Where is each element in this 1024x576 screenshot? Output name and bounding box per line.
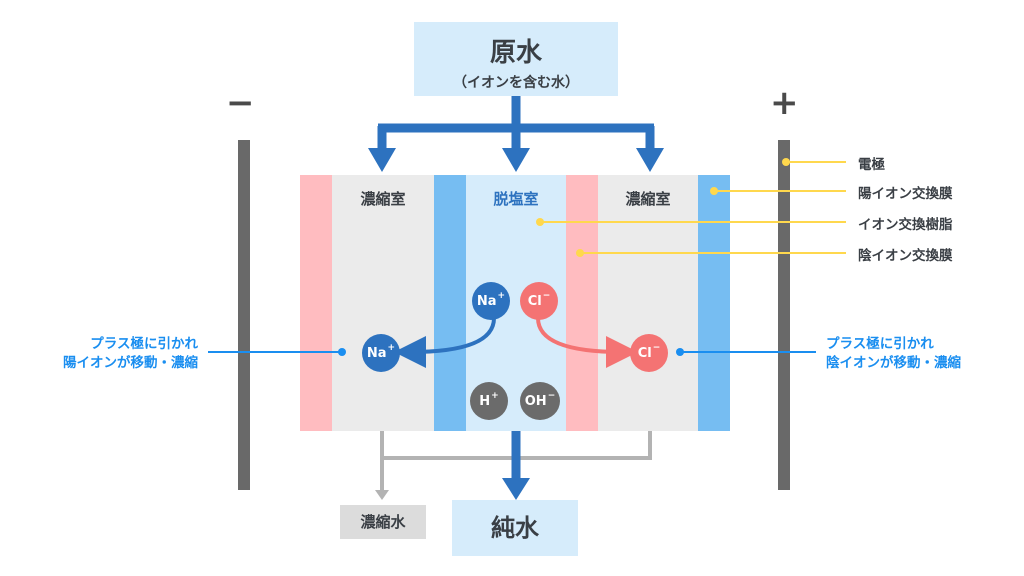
positive-electrode (778, 140, 790, 490)
concentration-chamber-left (332, 175, 434, 431)
source-water-subtitle: （イオンを含む水） (453, 75, 579, 91)
left-side-note: プラス極に引かれ 陽イオンが移動・濃縮 (46, 335, 198, 373)
right-side-note: プラス極に引かれ 陰イオンが移動・濃縮 (826, 335, 961, 373)
oh-ion: OH− (520, 382, 560, 420)
chamber-label-right: 濃縮室 (625, 190, 671, 208)
callout-cation-membrane: 陽イオン交換膜 (858, 186, 953, 202)
source-water-box: 原水 （イオンを含む水） (414, 22, 618, 96)
right-note-line2: 陰イオンが移動・濃縮 (826, 355, 961, 371)
cl-ion-moved: Cl− (630, 334, 668, 372)
h-ion: H+ (470, 382, 508, 420)
right-note-line1: プラス極に引かれ (826, 336, 934, 352)
side-note-lines (208, 348, 816, 356)
na-migration-arrow (394, 317, 496, 368)
negative-electrode (238, 140, 250, 490)
chamber-label-left: 濃縮室 (360, 190, 406, 208)
pure-water-box: 純水 (452, 500, 578, 556)
na-ion-moved: Na+ (362, 334, 400, 372)
callout-anion-membrane: 陰イオン交換膜 (858, 248, 953, 264)
cl-migration-arrow (536, 317, 638, 368)
plus-sign: + (770, 83, 799, 123)
chamber-label-center: 脱塩室 (493, 190, 539, 208)
anion-membrane-right (566, 175, 598, 431)
concentrated-water-box: 濃縮水 (340, 505, 426, 539)
concentration-chamber-right (598, 175, 698, 431)
left-note-line2: 陽イオンが移動・濃縮 (63, 355, 198, 371)
callout-lines (536, 158, 846, 257)
callout-electrode: 電極 (858, 157, 885, 173)
cl-ion-center: Cl− (520, 282, 558, 320)
cation-membrane-left (434, 175, 466, 431)
minus-sign: − (226, 83, 255, 123)
source-water-title: 原水 (489, 38, 542, 68)
callout-ion-exchange-resin: イオン交換樹脂 (858, 217, 953, 233)
inflow-arrows (368, 96, 664, 172)
na-ion-center: Na+ (472, 282, 510, 320)
outflow-lines (375, 431, 652, 500)
cation-membrane-right (698, 175, 730, 431)
left-note-line1: プラス極に引かれ (90, 336, 198, 352)
anion-membrane-left (300, 175, 332, 431)
